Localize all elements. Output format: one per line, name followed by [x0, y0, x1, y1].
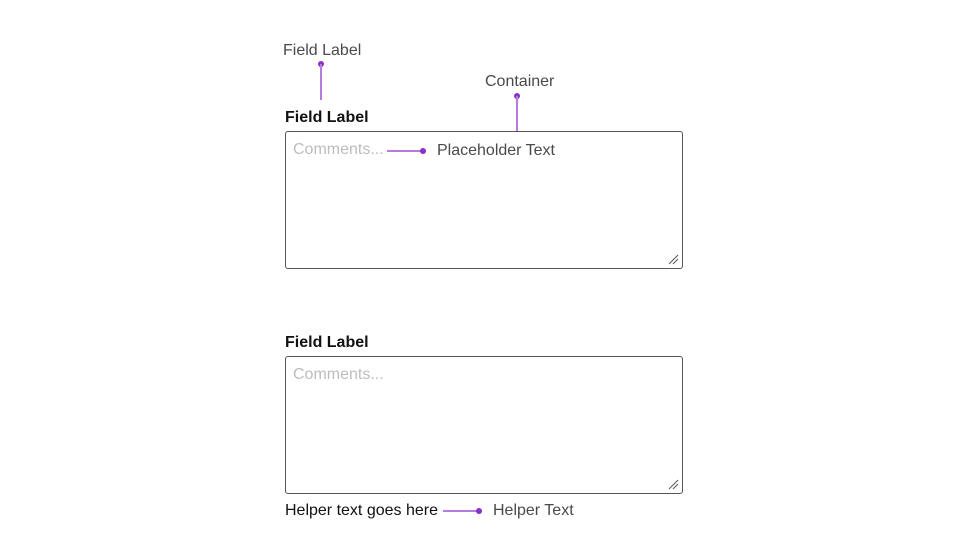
- field-label: Field Label: [285, 109, 369, 126]
- field-label: Field Label: [285, 334, 369, 351]
- textarea-placeholder: Comments...: [293, 141, 384, 158]
- annotation-line: [387, 150, 423, 152]
- annotation-line: [516, 96, 518, 132]
- annotation-placeholder-text: Placeholder Text: [437, 142, 555, 159]
- annotation-line: [443, 510, 479, 512]
- annotation-dot: [476, 508, 482, 514]
- comments-textarea[interactable]: Comments...: [285, 131, 683, 269]
- textarea-placeholder: Comments...: [293, 366, 384, 383]
- annotation-container: Container: [485, 73, 555, 90]
- comments-textarea[interactable]: Comments...: [285, 356, 683, 494]
- helper-text: Helper text goes here: [285, 502, 438, 519]
- resize-handle-icon[interactable]: [667, 478, 679, 490]
- annotation-field-label: Field Label: [283, 42, 362, 59]
- annotation-helper-text: Helper Text: [493, 502, 574, 519]
- annotation-dot: [420, 148, 426, 154]
- annotation-line: [320, 64, 322, 100]
- resize-handle-icon[interactable]: [667, 253, 679, 265]
